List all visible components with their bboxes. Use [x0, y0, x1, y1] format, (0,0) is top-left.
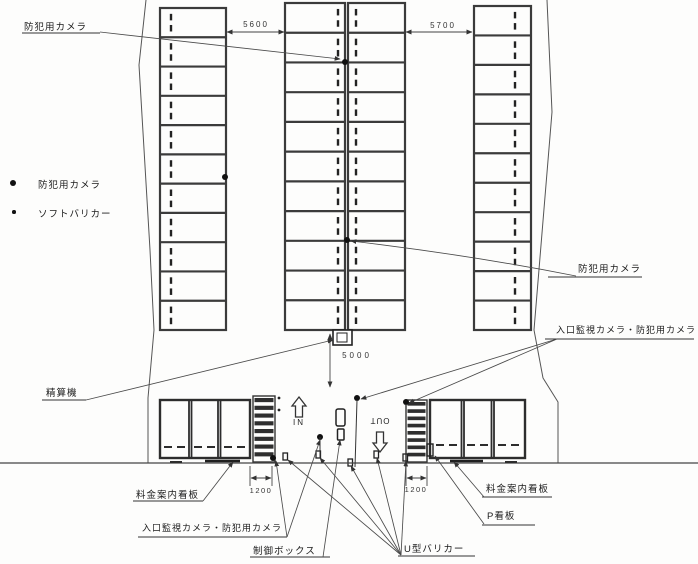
entrance-camera-label-bottom-left: 入口監視カメラ・防犯用カメラ	[142, 523, 283, 533]
control-box-symbol	[335, 408, 346, 441]
legend-camera-label: 防犯用カメラ	[38, 180, 102, 191]
dimension-1200-left: 1200	[249, 486, 273, 495]
u-barricade-label: U型バリカー	[404, 544, 465, 555]
fee-sign-label-right: 料金案内看板	[486, 484, 550, 495]
dimension-lines	[226, 29, 473, 486]
leader-lines	[85, 31, 577, 558]
side-structure-right	[428, 398, 527, 463]
side-structure-left	[158, 398, 252, 463]
p-sign-label: P看板	[487, 511, 516, 522]
dimension-1200-right: 1200	[404, 485, 428, 494]
parking-grids	[158, 1, 533, 467]
soft-barricade-legend-dot-icon	[12, 210, 16, 214]
out-lane-label: OUT	[369, 416, 390, 425]
out-lane-arrow	[371, 431, 389, 454]
label-underlines	[22, 32, 694, 558]
fee-sign-label-left: 料金案内看板	[136, 490, 200, 501]
dimension-5000: 5000	[342, 351, 372, 360]
site-boundary	[138, 0, 559, 463]
entrance-camera-label-top-right: 入口監視カメラ・防犯用カメラ	[556, 325, 697, 335]
legend-soft-barricade-label: ソフトバリカー	[38, 209, 112, 220]
in-lane-label: IN	[293, 418, 305, 427]
p-signboard-symbol	[426, 443, 434, 457]
security-camera-label-top: 防犯用カメラ	[24, 22, 88, 33]
payment-machine-symbol	[332, 329, 353, 346]
camera-legend-dot-icon	[10, 180, 16, 186]
security-camera-label-right: 防犯用カメラ	[578, 264, 642, 275]
dimension-5600: 5600	[243, 20, 269, 29]
in-lane-arrow	[290, 395, 308, 418]
dimension-5700: 5700	[430, 21, 456, 30]
payment-machine-label: 精算機	[46, 388, 78, 399]
control-box-label: 制御ボックス	[253, 546, 316, 557]
camera-poles	[319, 399, 407, 468]
